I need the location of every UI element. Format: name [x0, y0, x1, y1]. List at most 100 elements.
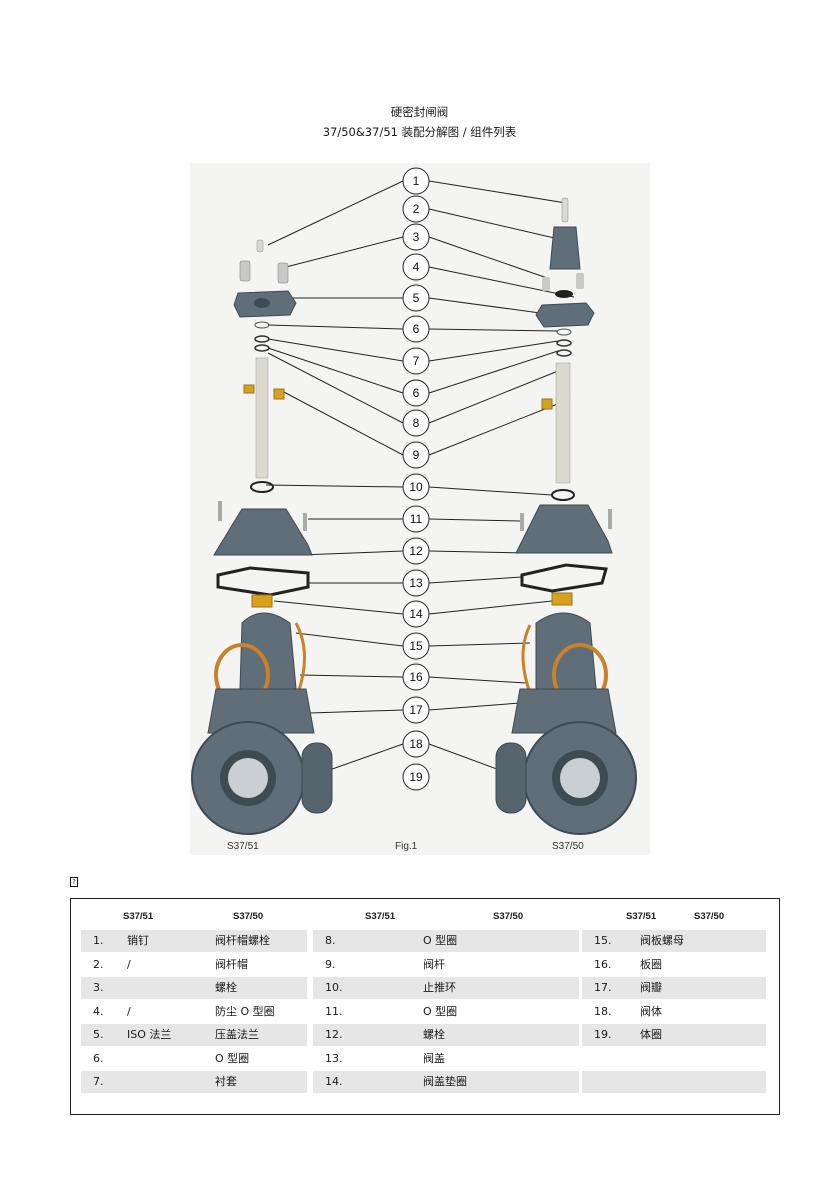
callout-circle [402, 167, 430, 195]
leader-line [428, 370, 559, 424]
bolt-part [608, 509, 612, 529]
row-name-s3751: ISO 法兰 [127, 1028, 172, 1041]
table-row: 2./阀杆帽 [81, 954, 307, 976]
flange-part [535, 302, 595, 328]
leader-line [299, 550, 404, 556]
leader-line [267, 338, 404, 362]
callout-number: 18 [409, 737, 423, 751]
table-row [582, 1071, 766, 1093]
leader-line [428, 208, 577, 244]
callout-circle [402, 632, 430, 660]
table-row: 8.O 型圈 [313, 930, 579, 952]
row-number: 19. [594, 1028, 612, 1041]
leader-line [281, 390, 404, 456]
column-head-b: S37/50 [493, 911, 524, 922]
row-number: 16. [594, 957, 612, 971]
leader-line [428, 350, 559, 394]
row-name-s3750: 阀体 [640, 1004, 662, 1018]
row-number: 4. [93, 1004, 104, 1018]
bolt-part [239, 260, 251, 282]
row-name-s3750: 压盖法兰 [215, 1028, 259, 1041]
wedge-nut-part [251, 594, 273, 608]
bolt-part [561, 197, 569, 223]
ring-part [294, 622, 307, 694]
callout-circle [402, 537, 430, 565]
row-name-s3751: / [127, 1004, 131, 1018]
o-ring-part [556, 328, 572, 336]
caption-fig: Fig.1 [395, 841, 418, 852]
column-head-b: S37/50 [694, 911, 725, 922]
callout-number: 2 [413, 202, 420, 216]
callout-circle [402, 195, 430, 223]
table-row: 15.阀板螺母 [582, 930, 766, 952]
table-row: 6.O 型圈 [81, 1048, 307, 1070]
row-name-s3750: 阀瓣 [640, 981, 662, 994]
row-name-s3750: 防尘 O 型圈 [215, 1004, 275, 1018]
callout-circle [402, 473, 430, 501]
callout-number: 19 [409, 770, 423, 784]
leader-line [428, 642, 531, 647]
leader-line [428, 550, 527, 554]
bolt-part [576, 273, 584, 289]
leader-line [428, 600, 553, 615]
leader-line [428, 702, 521, 711]
table-row: 17.阀瓣 [582, 977, 766, 999]
caption-s3750: S37/50 [552, 841, 584, 852]
leader-line [428, 266, 575, 298]
row-number: 5. [93, 1028, 104, 1041]
callout-circle [402, 696, 430, 724]
leader-line [428, 576, 523, 584]
row-name-s3750: 螺栓 [423, 1028, 445, 1041]
leader-line [295, 632, 404, 647]
o-ring-part [250, 481, 274, 493]
row-number: 8. [325, 934, 336, 947]
flange-hole [254, 298, 270, 308]
row-name-s3751: 销钉 [127, 934, 149, 947]
callout-number: 6 [413, 322, 420, 336]
callout-number: 1 [413, 174, 420, 188]
table-row: 18.阀体 [582, 1001, 766, 1023]
table-row: 10.止推环 [313, 977, 579, 999]
table-row: 4. / 防尘 O 型圈 [81, 1001, 307, 1023]
o-ring-part [555, 290, 573, 298]
callout-number: 8 [413, 416, 420, 430]
callout-number: 16 [409, 670, 423, 684]
row-number: 1. [93, 934, 104, 947]
table-row: 5. ISO 法兰 压盖法兰 [81, 1024, 307, 1046]
o-ring-part [254, 321, 270, 329]
callout-circle [402, 409, 430, 437]
leader-line [309, 709, 404, 714]
row-name-s3750: 阀盖垫圈 [423, 1075, 467, 1088]
leader-line [428, 486, 553, 496]
callout-number: 3 [413, 230, 420, 244]
row-name-s3750: O 型圈 [423, 1004, 458, 1018]
table-row: 13.阀盖 [313, 1048, 579, 1070]
table-row: 12.螺栓 [313, 1024, 579, 1046]
missing-glyph-marker: ? [70, 877, 78, 887]
bolt-part [303, 513, 307, 531]
callout-circle [402, 730, 430, 758]
body-bore [228, 758, 268, 798]
document-subtitle: 37/50&37/51 装配分解图 / 组件列表 [322, 125, 517, 139]
row-name-s3750: 体圈 [640, 1028, 662, 1041]
leader-line [265, 484, 404, 488]
body-part [301, 742, 333, 814]
leader-line [267, 180, 404, 246]
callout-circle [402, 223, 430, 251]
bonnet-part [515, 504, 613, 554]
row-number: 9. [325, 957, 336, 971]
leader-line [428, 328, 559, 332]
caption-s3751: S37/51 [227, 841, 259, 852]
row-name-s3750: 阀杆帽螺栓 [215, 934, 270, 947]
callout-circle [402, 315, 430, 343]
bolt-part [520, 513, 524, 531]
row-name-s3750: 螺栓 [215, 981, 237, 994]
o-ring-part [556, 349, 572, 357]
row-number: 6. [93, 1051, 104, 1065]
row-name-s3750: 阀盖 [423, 1051, 445, 1065]
callout-circle [402, 379, 430, 407]
row-name-s3750: 阀杆 [423, 957, 445, 971]
right-assembly [495, 197, 637, 835]
